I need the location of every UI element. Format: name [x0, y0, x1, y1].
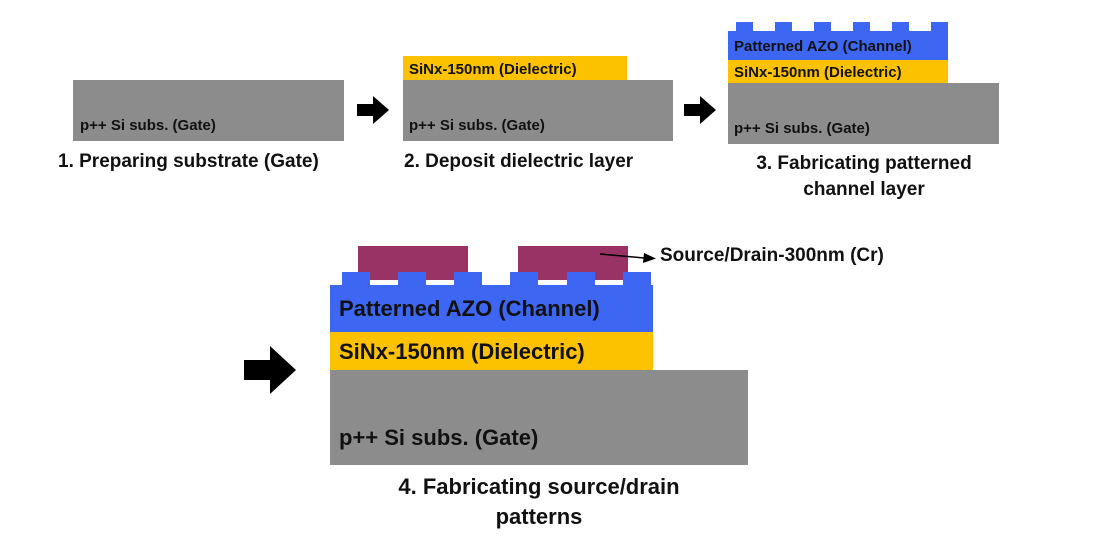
step4-dielectric-label: SiNx-150nm (Dielectric): [339, 339, 585, 364]
step4-channel-pattern: [342, 272, 651, 286]
electrode-label: Source/Drain-300nm (Cr): [660, 245, 884, 266]
step2-dielectric-layer: SiNx-150nm (Dielectric): [403, 56, 627, 81]
step3-channel-layer: Patterned AZO (Channel): [728, 31, 948, 60]
step4-dielectric-layer: SiNx-150nm (Dielectric): [330, 332, 653, 371]
step3-channel-pattern: [736, 22, 948, 32]
step4-channel-layer: Patterned AZO (Channel): [330, 285, 653, 333]
step2-caption: 2. Deposit dielectric layer: [404, 151, 634, 172]
step1-caption: 1. Preparing substrate (Gate): [58, 151, 319, 172]
step4-caption-line1: 4. Fabricating source/drain: [398, 474, 680, 499]
step4-substrate-label: p++ Si subs. (Gate): [339, 425, 539, 450]
step2-dielectric-label: SiNx-150nm (Dielectric): [409, 61, 577, 78]
step3-dielectric-layer: SiNx-150nm (Dielectric): [728, 60, 948, 84]
step3-channel-label: Patterned AZO (Channel): [734, 38, 912, 55]
step1-substrate-layer: p++ Si subs. (Gate): [73, 80, 344, 141]
electrode-pointer-arrow: [599, 253, 656, 263]
right-arrow-icon: [357, 96, 389, 124]
step4-caption: 4. Fabricating source/drain patterns: [330, 472, 748, 532]
step4-channel-label: Patterned AZO (Channel): [339, 296, 600, 321]
right-arrow-icon: [684, 96, 716, 124]
step2-substrate-label: p++ Si subs. (Gate): [409, 117, 545, 134]
step3-caption-line2: channel layer: [803, 179, 925, 200]
step3-caption-line1: 3. Fabricating patterned: [756, 153, 972, 174]
step3-dielectric-label: SiNx-150nm (Dielectric): [734, 64, 902, 81]
step2-substrate-layer: p++ Si subs. (Gate): [403, 80, 673, 141]
step4-caption-line2: patterns: [495, 504, 583, 529]
step4-substrate-layer: p++ Si subs. (Gate): [330, 370, 748, 465]
right-arrow-icon: [244, 346, 296, 394]
step1-substrate-label: p++ Si subs. (Gate): [80, 117, 216, 134]
step3-substrate-label: p++ Si subs. (Gate): [734, 120, 870, 137]
step3-caption: 3. Fabricating patterned channel layer: [728, 151, 1000, 203]
step3-substrate-layer: p++ Si subs. (Gate): [728, 83, 999, 144]
